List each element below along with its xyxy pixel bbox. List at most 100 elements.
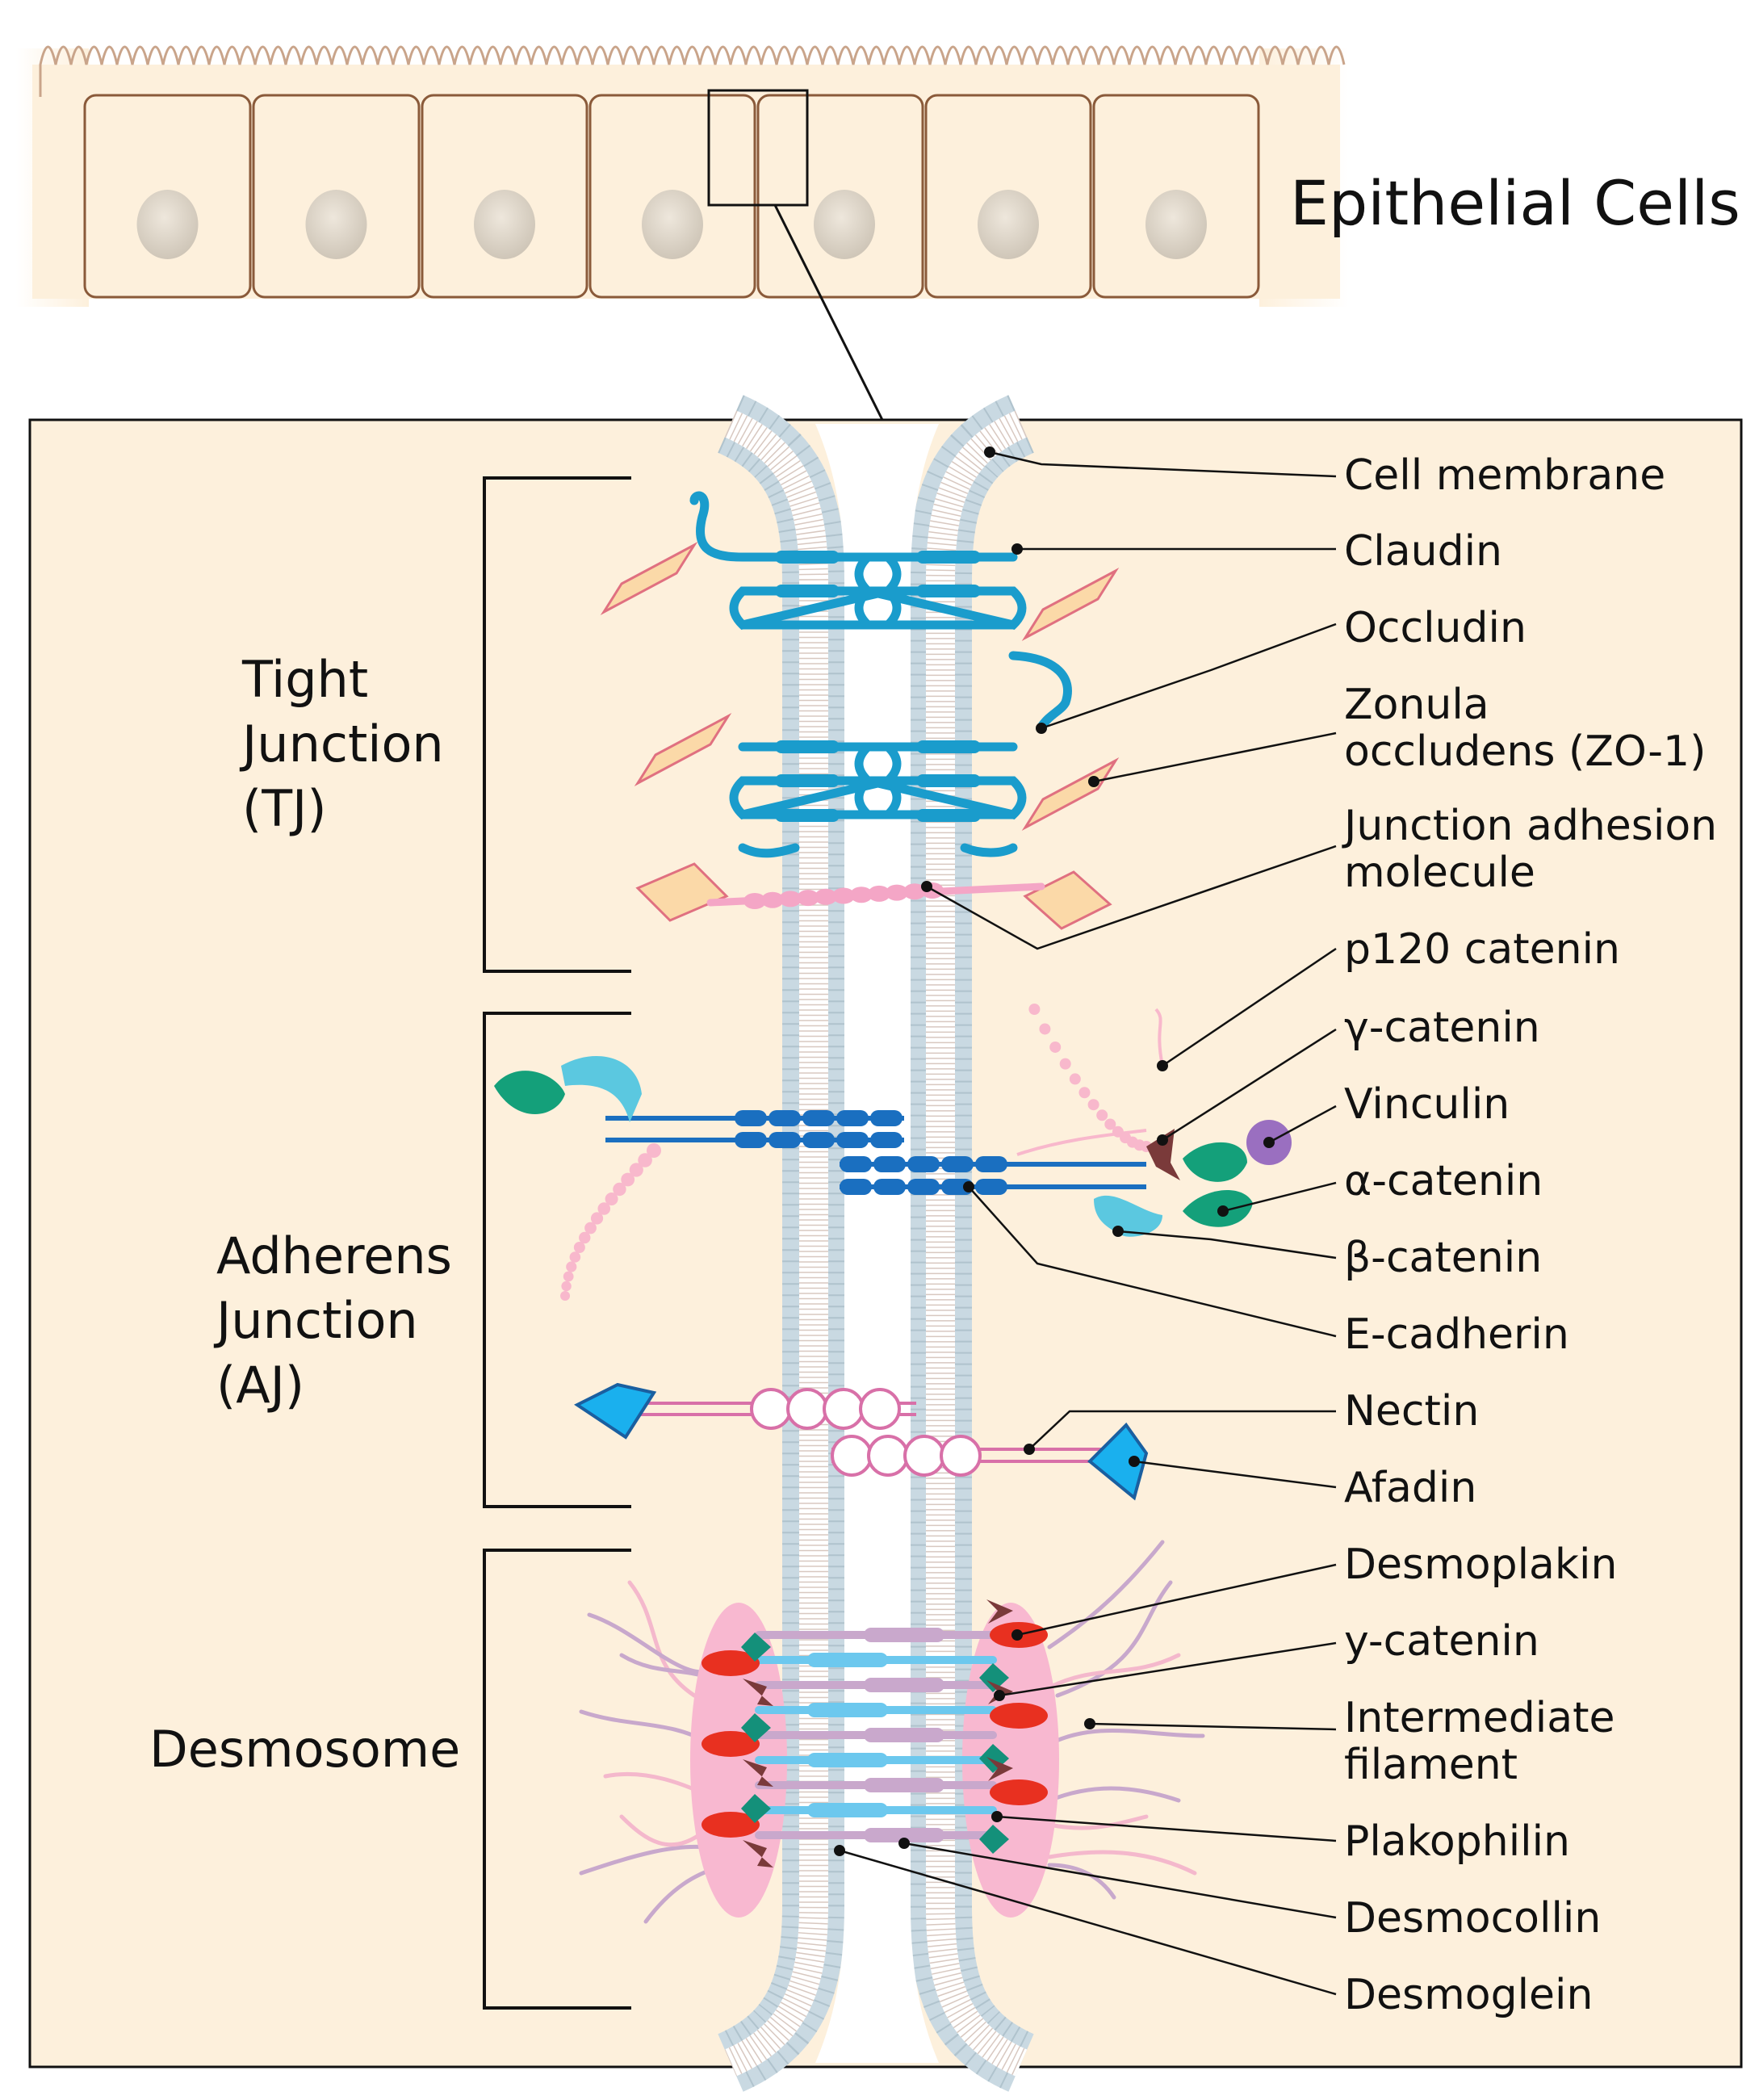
zoom-pointer-line	[773, 204, 884, 421]
p120-bead	[569, 1251, 581, 1263]
adherens-junction-label-3: (AJ)	[216, 1356, 304, 1415]
adherens-junction-label-1: Adherens	[216, 1226, 452, 1285]
p120-bead	[1078, 1087, 1091, 1099]
jam-domain	[886, 884, 908, 901]
label-claudin: Claudin	[1344, 527, 1502, 576]
label-intermediate-filament-line2: filament	[1344, 1741, 1518, 1789]
leader-dot	[984, 446, 995, 458]
desmoglein-domain	[807, 1653, 888, 1667]
leader-line	[1089, 1722, 1337, 1731]
cell-nucleus	[1145, 190, 1207, 259]
desmocollin-domain	[864, 1728, 944, 1742]
leader-lines	[839, 451, 1337, 1996]
cell-nucleus	[474, 190, 535, 259]
beta-catenin-right	[1094, 1195, 1162, 1237]
cell-nucleus	[814, 190, 875, 259]
p120-bead	[560, 1291, 571, 1301]
label-desmoplakin: Desmoplakin	[1344, 1540, 1617, 1589]
e-cadherin-domain	[735, 1132, 767, 1148]
group-labels: Tight Junction (TJ) Adherens Junction (A…	[149, 650, 460, 1779]
label-gamma-catenin: γ-catenin	[1344, 1004, 1540, 1052]
plakophilin-left	[741, 1794, 771, 1823]
label-jam-line2: molecule	[1344, 849, 1535, 897]
claudin-right	[854, 742, 1027, 820]
p120-bead	[561, 1281, 572, 1292]
p120-bead	[613, 1182, 626, 1197]
nectin-loop	[786, 1388, 828, 1430]
claudin-right	[854, 552, 1027, 631]
e-cadherin-domain	[836, 1110, 869, 1126]
nectin-loop	[867, 1435, 909, 1477]
leader-dot	[834, 1845, 845, 1856]
gamma-catenin-right	[986, 1757, 1013, 1781]
membrane-left-core	[724, 410, 828, 2077]
cell-strip-fade-right	[1259, 48, 1348, 307]
label-alpha-catenin: α-catenin	[1344, 1157, 1543, 1205]
p120-bead	[1096, 1109, 1108, 1121]
junction-brackets	[483, 476, 631, 2010]
p120-tail	[1016, 1129, 1147, 1156]
cell-nucleus	[642, 190, 703, 259]
label-jam-line1: Junction adhesion	[1342, 802, 1717, 850]
desmosome-proteins	[579, 1540, 1205, 1924]
e-cadherin-domain	[735, 1110, 767, 1126]
claudin-membrane-segment	[775, 551, 840, 564]
desmoplakin-left	[702, 1812, 760, 1838]
p120-bead	[590, 1212, 604, 1225]
p120-bead	[647, 1143, 661, 1158]
p120-bead	[1059, 1058, 1071, 1070]
zo1-marker	[600, 542, 698, 615]
e-cadherin-domain	[840, 1156, 872, 1172]
leader-line	[1041, 622, 1337, 730]
p120-bead	[1039, 1023, 1051, 1035]
microvilli	[39, 45, 1346, 97]
leader-dot	[994, 1690, 1005, 1701]
claudin-membrane-segment	[775, 809, 840, 822]
adherens-junction-proteins	[494, 1004, 1292, 1501]
claudin-tail	[689, 491, 748, 562]
afadin-right	[1087, 1422, 1149, 1501]
p120-bead	[1104, 1118, 1116, 1130]
p120-tail	[1154, 1008, 1164, 1067]
desmocollin-domain	[864, 1778, 944, 1792]
gamma-catenin-left	[743, 1759, 773, 1787]
jam-domain	[761, 891, 784, 908]
e-cadherin-domain	[975, 1156, 1007, 1172]
label-nectin: Nectin	[1344, 1387, 1479, 1436]
e-cadherin-domain	[769, 1132, 801, 1148]
claudin-membrane-segment	[916, 809, 981, 822]
claudin-group	[689, 491, 1072, 858]
claudin-membrane-segment	[916, 774, 981, 787]
e-cadherin-domain	[975, 1179, 1007, 1195]
e-cadherin-group	[605, 1110, 1146, 1195]
nectin-loop	[823, 1388, 865, 1430]
leader-line	[1162, 947, 1337, 1067]
leader-dot	[1217, 1205, 1229, 1217]
intermediate-filament-strand	[587, 1612, 713, 1675]
intermediate-filament-strand	[1047, 1786, 1181, 1803]
zo1-marker	[1021, 568, 1120, 641]
jam-domain	[743, 893, 766, 909]
jam-domain	[779, 891, 802, 907]
p120-bead	[1069, 1073, 1081, 1085]
e-cadherin-domain	[870, 1110, 903, 1126]
e-cadherin-domain	[836, 1132, 869, 1148]
afadin-left	[574, 1382, 657, 1440]
cell-membranes	[717, 395, 1035, 2092]
zoom-box	[707, 89, 809, 207]
protein-labels: Cell membrane Claudin Occludin Zonula oc…	[1342, 451, 1717, 2019]
leader-line	[989, 451, 1337, 478]
e-cadherin-domain	[941, 1156, 974, 1172]
label-p120-catenin: p120 catenin	[1344, 925, 1620, 974]
cell-row	[83, 94, 1260, 299]
p120-bead	[629, 1163, 643, 1177]
plakophilin-right	[979, 1744, 1009, 1773]
leader-dot	[1112, 1226, 1124, 1237]
leader-dot	[1084, 1718, 1095, 1729]
p120-bead	[1028, 1004, 1041, 1015]
leader-dot	[963, 1181, 974, 1193]
label-plakophilin: Plakophilin	[1344, 1817, 1570, 1866]
desmoplakin-left	[702, 1650, 760, 1676]
tight-junction-label-2: Junction	[239, 715, 444, 773]
